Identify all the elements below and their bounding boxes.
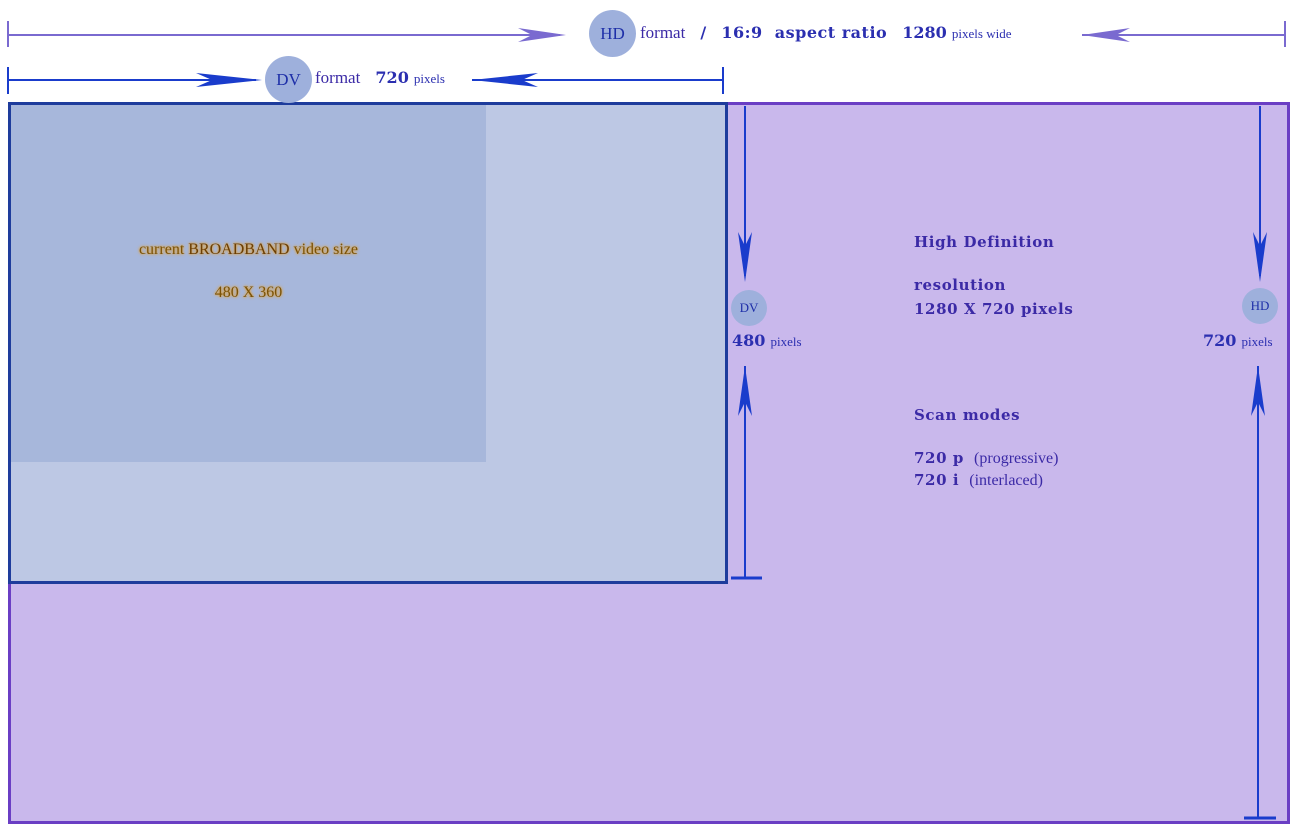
resolution-label: resolution [914, 276, 1007, 294]
broadband-size: 480 X 360 [214, 284, 283, 301]
resolution-value: 1280 X 720 pixels [914, 300, 1074, 318]
dv-width-unit: pixels [413, 71, 445, 86]
scan-i-mode: 720 i [914, 471, 960, 489]
dv-format-badge: DV [265, 56, 312, 103]
dv-width-value: 720 [375, 68, 409, 87]
hd-format-label: format / 16:9 aspect ratio 1280 pixels w… [640, 23, 1011, 43]
hd-badge-label: HD [600, 23, 625, 43]
hd-format-badge: HD [589, 10, 636, 57]
dv-height-badge: DV [731, 290, 767, 326]
hd-info-title: High Definition [914, 233, 1055, 251]
dv-height-badge-label: DV [739, 300, 759, 315]
scan-modes-title: Scan modes [914, 406, 1021, 424]
dv-format-text: format [315, 68, 361, 87]
broadband-strong: BROADBAND [188, 241, 290, 258]
dv-badge-label: DV [276, 69, 301, 89]
scan-p-desc: (progressive) [974, 450, 1059, 467]
hd-height-label: 720 pixels [1203, 331, 1273, 350]
broadband-suffix: video size [289, 241, 359, 258]
hd-height-unit: pixels [1241, 334, 1273, 349]
aspect-ratio-text: 16:9 aspect ratio [721, 23, 888, 42]
scan-i-desc: (interlaced) [969, 472, 1043, 489]
dv-height-unit: pixels [770, 334, 802, 349]
dv-height-label: 480 pixels [732, 331, 802, 350]
scan-mode-interlaced: 720 i (interlaced) [914, 471, 1043, 490]
dv-height-value: 480 [732, 331, 766, 350]
hd-width-unit: pixels wide [951, 26, 1012, 41]
broadband-frame [11, 105, 486, 462]
hd-format-text: format [640, 23, 686, 42]
hd-height-badge: HD [1242, 288, 1278, 324]
hd-width-value: 1280 [902, 23, 947, 42]
hd-height-value: 720 [1203, 331, 1237, 350]
broadband-prefix: current [138, 241, 189, 258]
hd-slash: / [700, 23, 707, 42]
dv-format-label: format 720 pixels [315, 68, 445, 88]
scan-mode-progressive: 720 p (progressive) [914, 449, 1058, 468]
broadband-caption: current BROADBAND video size [11, 241, 486, 259]
scan-p-mode: 720 p [914, 449, 965, 467]
hd-height-badge-label: HD [1250, 298, 1270, 313]
